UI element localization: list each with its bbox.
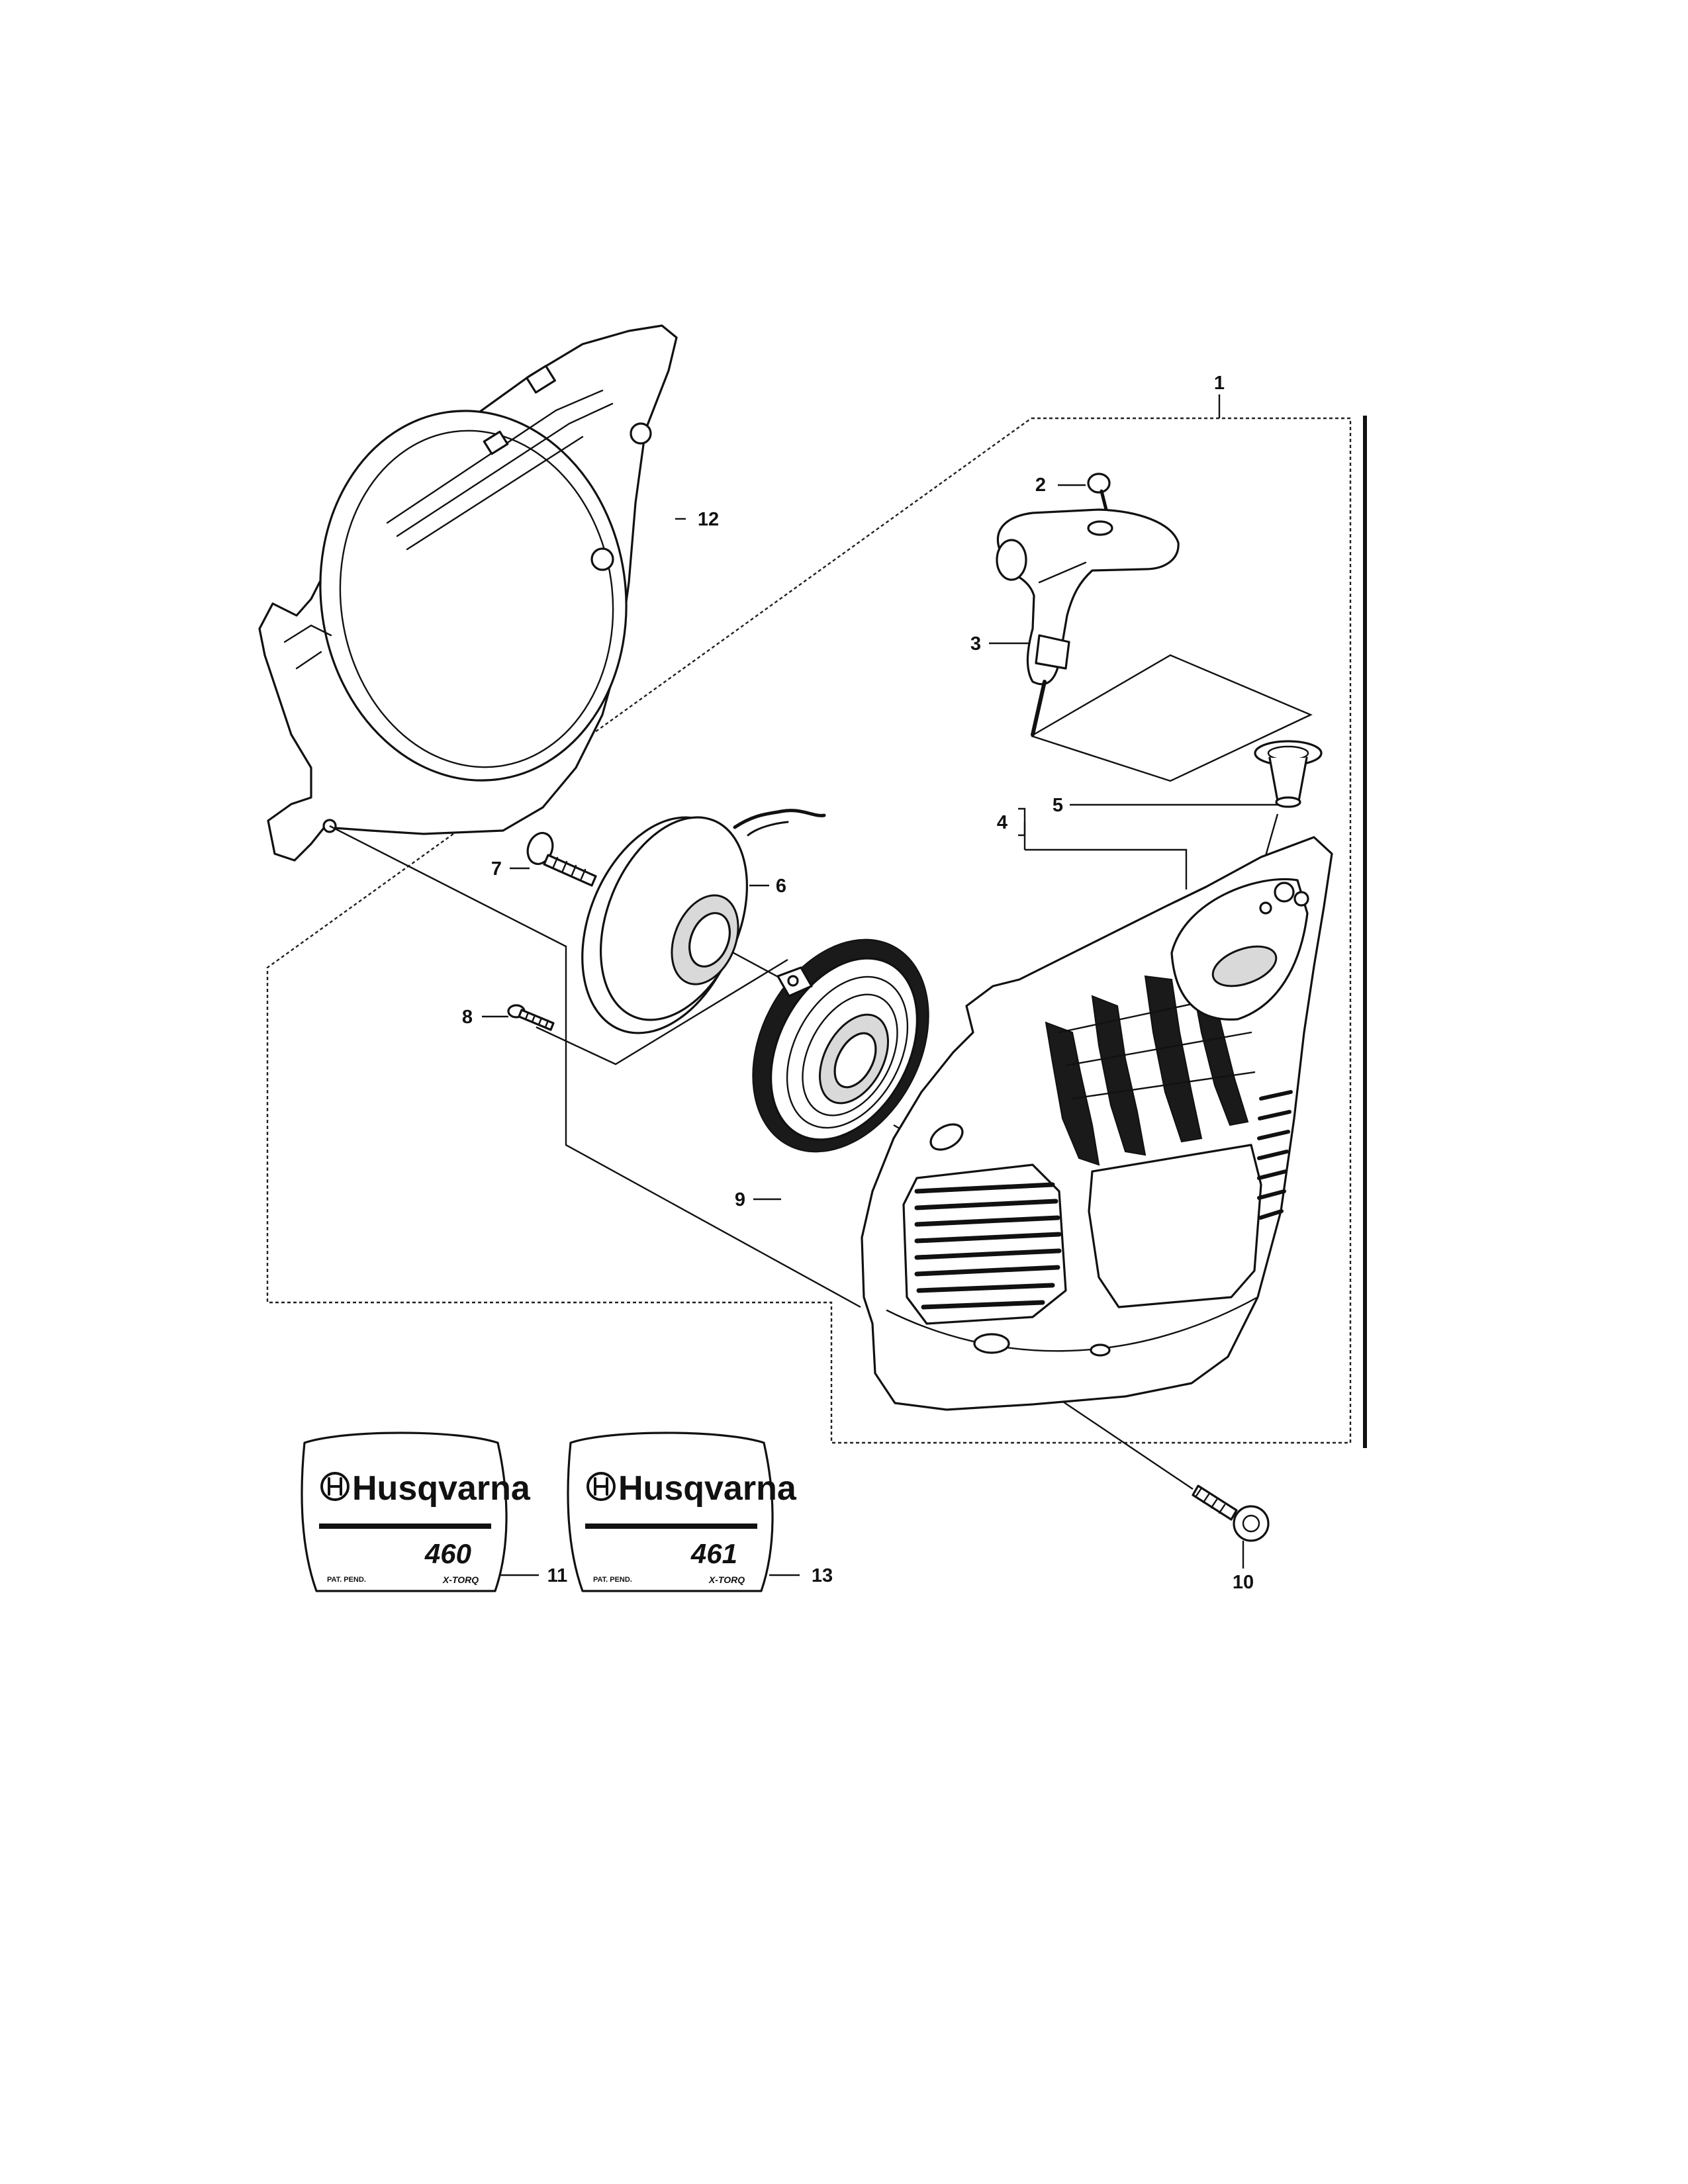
callout-4: 4: [997, 812, 1008, 833]
decal-461-model: 461: [690, 1538, 737, 1569]
callout-3: 3: [970, 633, 981, 655]
side-slots: [1257, 1090, 1293, 1220]
callout-12: 12: [698, 509, 719, 530]
callout-8: 8: [462, 1007, 473, 1028]
callout-7: 7: [491, 858, 502, 880]
callout-2: 2: [1035, 475, 1046, 496]
callout-10: 10: [1233, 1572, 1254, 1593]
assembly-boundary: [266, 394, 1367, 1448]
spring-housing-part: [752, 938, 929, 1153]
decal-460: Husqvarna 460 PAT. PEND. X-TORQ: [301, 1432, 531, 1592]
starter-handle-part: [996, 508, 1180, 737]
husqvarna-logo-icon: [320, 1472, 350, 1501]
lower-grille: [902, 1163, 1067, 1325]
callout-11: 11: [547, 1565, 568, 1586]
rope-pulley-part: [581, 809, 826, 1034]
callout-9: 9: [735, 1189, 745, 1210]
callout-6: 6: [776, 876, 786, 897]
decal-460-small-text: PAT. PEND.: [327, 1576, 366, 1584]
screw-8-part: [507, 1004, 555, 1031]
starter-cover-part: [861, 836, 1333, 1411]
callout-labels: 1 2 3 4 5 6 7 8 9 10 11 12 13: [462, 373, 1254, 1593]
decal-461-tag: X-TORQ: [708, 1574, 745, 1585]
decal-461-brand: Husqvarna: [618, 1469, 797, 1508]
bushing-part: [1254, 740, 1323, 808]
callout-5: 5: [1053, 795, 1063, 816]
husqvarna-logo-icon: [586, 1472, 616, 1501]
upper-grille: [1045, 975, 1256, 1166]
fan-housing-part: [258, 324, 678, 862]
callout-1: 1: [1214, 373, 1225, 394]
bolt-7-part: [526, 832, 597, 887]
screw-10-part: [1192, 1484, 1270, 1542]
decal-460-brand: Husqvarna: [352, 1469, 531, 1508]
callout-13: 13: [812, 1565, 833, 1586]
decal-460-tag: X-TORQ: [442, 1574, 479, 1585]
decal-461: Husqvarna 461 PAT. PEND. X-TORQ: [567, 1432, 797, 1592]
decal-460-model: 460: [424, 1538, 471, 1569]
decal-461-small-text: PAT. PEND.: [593, 1576, 632, 1584]
